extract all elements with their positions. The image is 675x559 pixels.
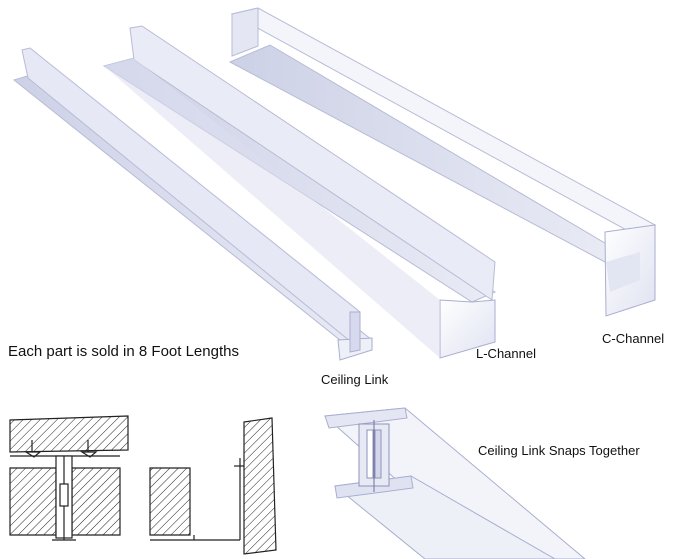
c-channel-label: C-Channel	[602, 331, 665, 346]
snap-joint	[358, 420, 390, 492]
ceiling-joist-section	[9, 415, 129, 458]
ceiling-link-closeup	[323, 407, 586, 559]
installation-drawing	[9, 415, 277, 555]
snaps-together-caption: Ceiling Link Snaps Together	[478, 443, 640, 458]
ceiling-link-profile	[12, 47, 374, 361]
l-channel-profile	[102, 25, 497, 359]
product-photo	[12, 7, 657, 361]
l-channel-label: L-Channel	[476, 346, 536, 361]
wall-l-channel-section	[149, 417, 277, 555]
sold-note-caption: Each part is sold in 8 Foot Lengths	[8, 343, 239, 360]
ceiling-link-label: Ceiling Link	[321, 372, 389, 387]
c-channel-profile	[228, 7, 657, 317]
ceiling-link-section	[9, 455, 121, 541]
